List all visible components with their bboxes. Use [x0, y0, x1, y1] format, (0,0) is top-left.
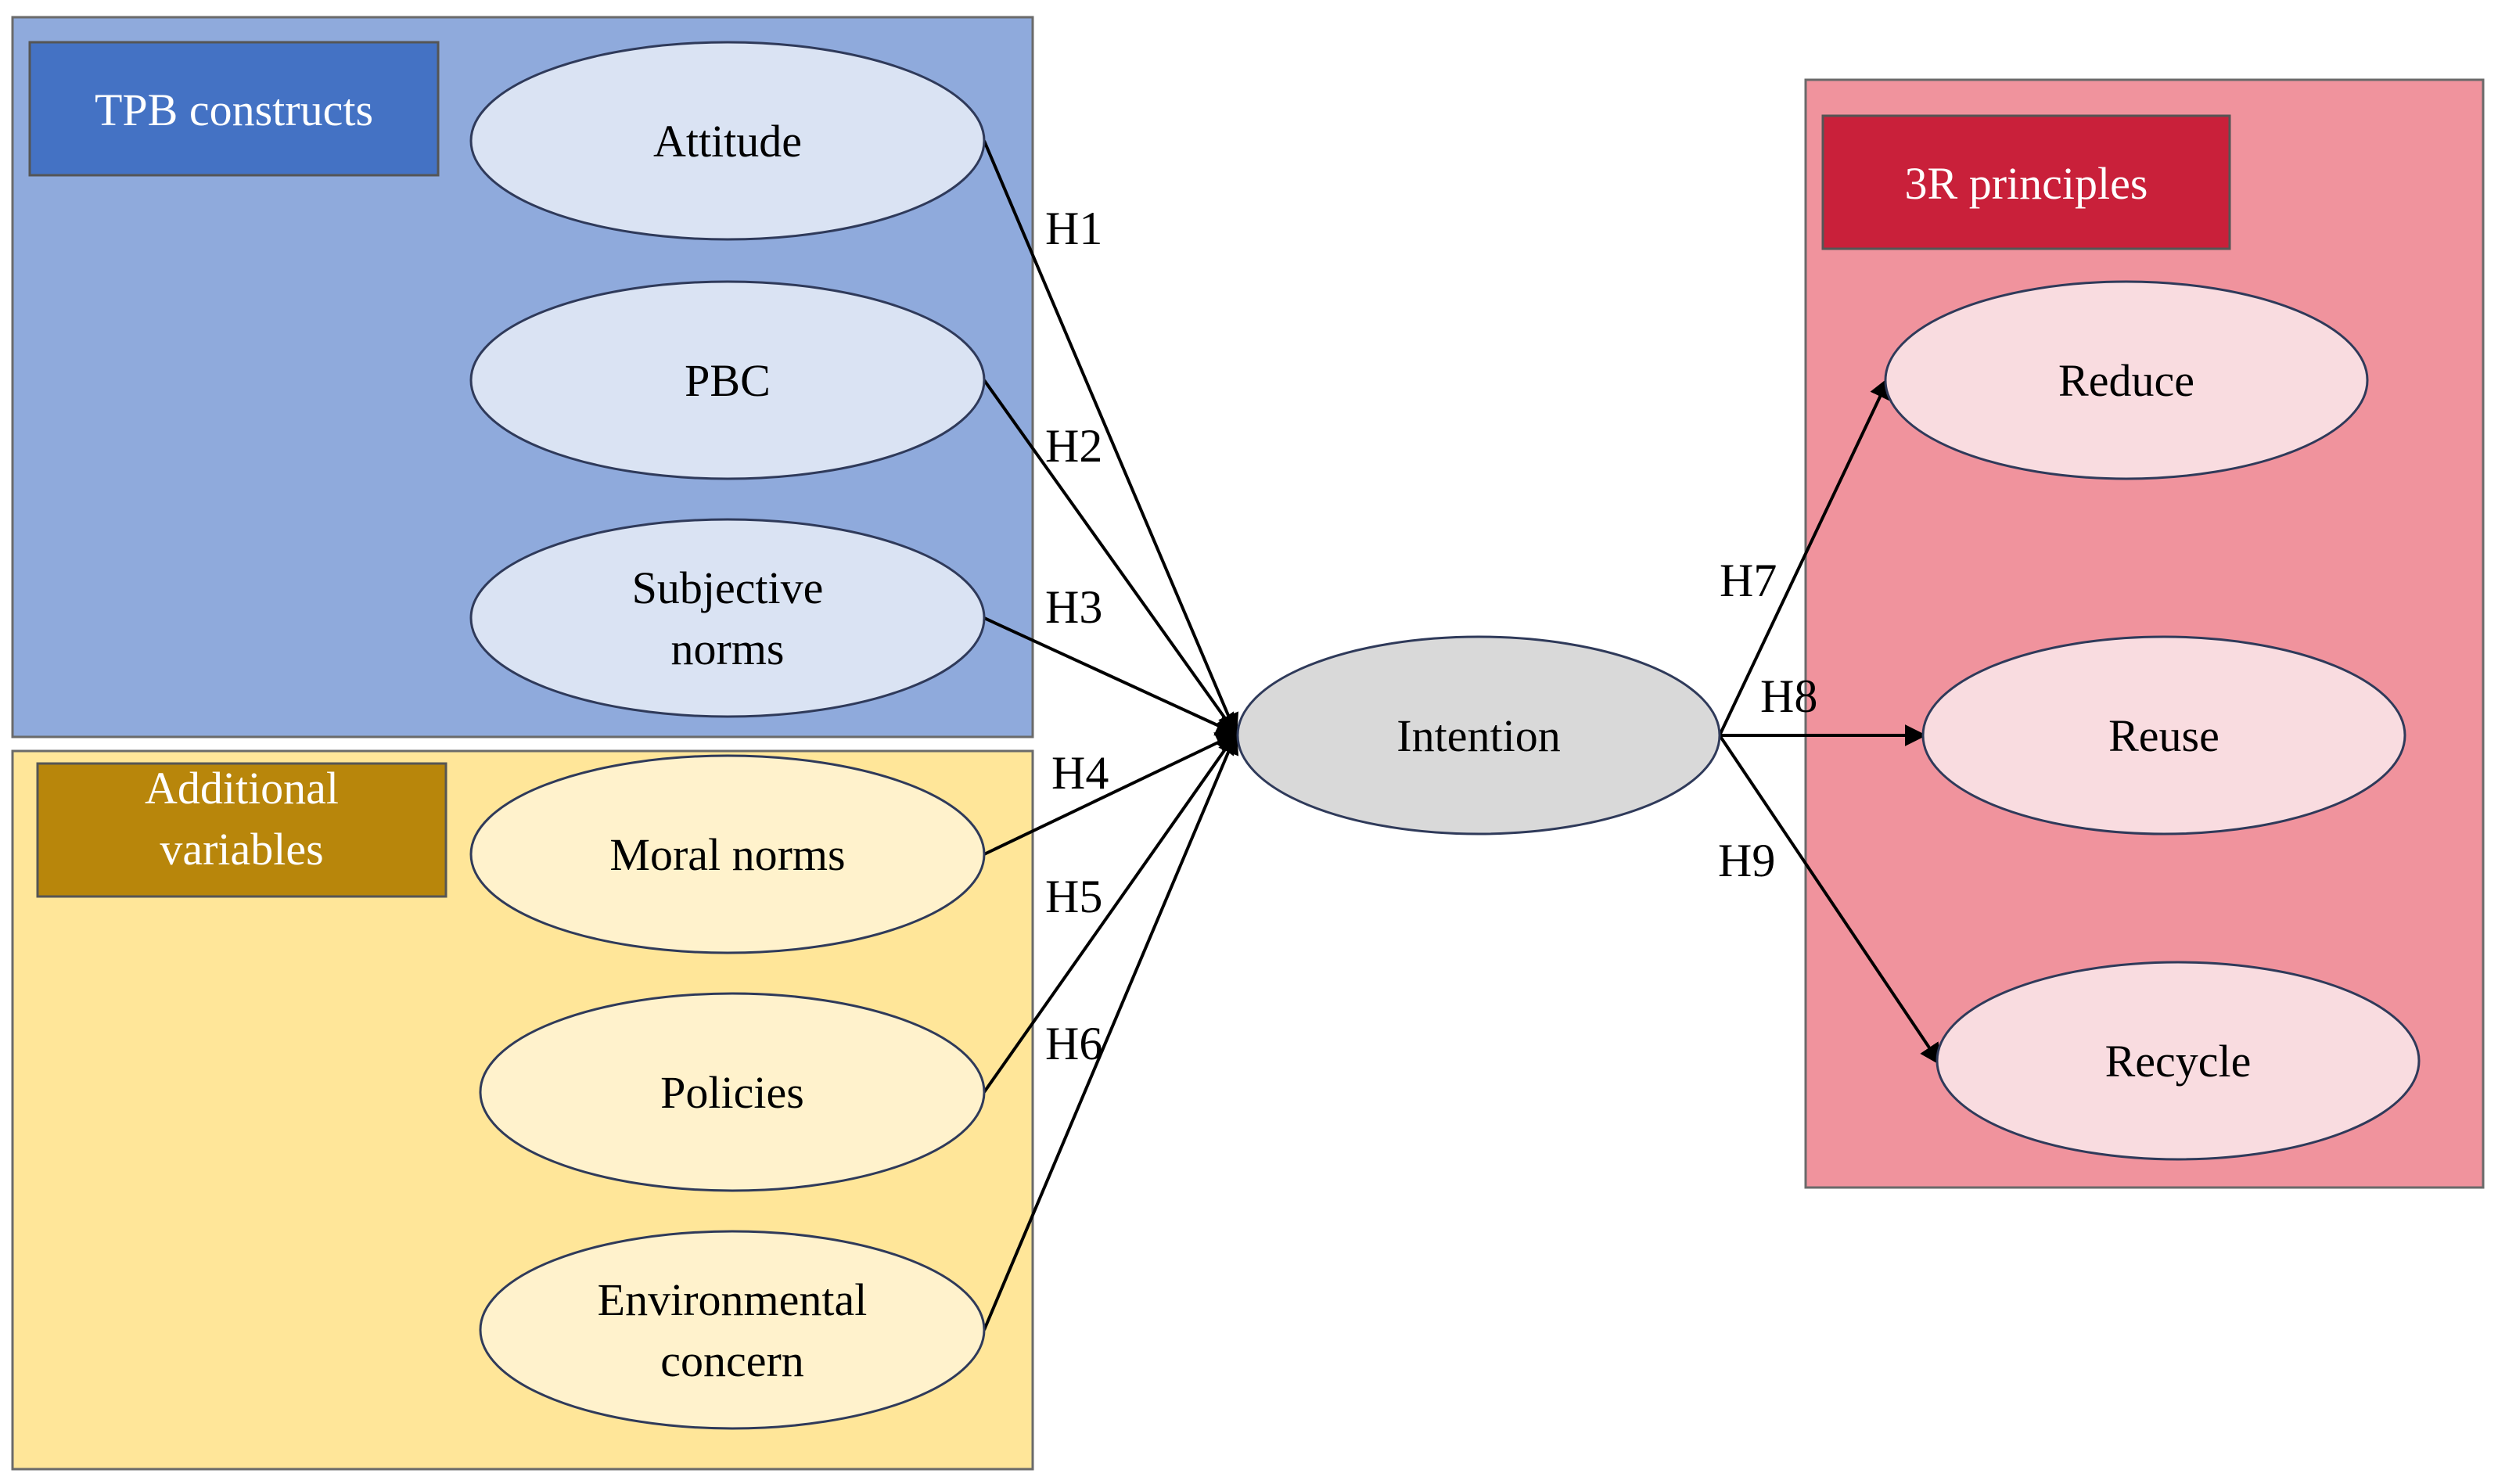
- hypothesis-label-h9: H9: [1718, 835, 1775, 886]
- hypothesis-label-h2: H2: [1045, 420, 1102, 472]
- node-reduce-label: Reduce: [2058, 355, 2194, 406]
- node-recycle: [1936, 961, 2421, 1161]
- node-pbc: [469, 280, 986, 480]
- tpb-constructs-header: [28, 41, 440, 177]
- node-attitude-label: Attitude: [653, 116, 802, 167]
- node-moral-norms-label: Moral norms: [609, 829, 845, 880]
- additional-variables-header: [36, 762, 447, 898]
- 3r-principles-header-label: 3R principles: [1905, 158, 2148, 209]
- node-attitude: [469, 41, 986, 241]
- node-reduce: [1884, 280, 2369, 480]
- arrow-h1: [983, 140, 1239, 736]
- hypothesis-label-h7: H7: [1720, 555, 1777, 606]
- node-policies: [479, 992, 986, 1192]
- node-subjective-norms: [469, 518, 986, 718]
- node-intention-label: Intention: [1396, 710, 1560, 761]
- hypothesis-arrows: [983, 140, 1942, 1331]
- node-moral-norms: [469, 754, 986, 954]
- node-recycle-label: Recycle: [2105, 1036, 2252, 1087]
- hypothesis-label-h5: H5: [1045, 871, 1102, 922]
- arrow-h2: [983, 379, 1238, 736]
- arrow-h6: [983, 731, 1239, 1331]
- hypothesis-label-h6: H6: [1045, 1018, 1102, 1069]
- tpb-constructs-header-label: TPB constructs: [95, 84, 373, 135]
- hypothesis-label-h3: H3: [1045, 581, 1102, 633]
- arrow-h5: [983, 731, 1238, 1094]
- node-pbc-label: PBC: [685, 355, 771, 406]
- node-environmental-concern: [479, 1230, 986, 1430]
- hypothesis-label-h8: H8: [1760, 670, 1817, 722]
- node-reuse-label: Reuse: [2108, 710, 2219, 761]
- arrow-h3: [983, 616, 1238, 736]
- hypothesis-label-h1: H1: [1045, 203, 1102, 254]
- node-policies-label: Policies: [660, 1067, 804, 1118]
- arrow-h9: [1718, 734, 1942, 1066]
- 3r-principles-header: [1821, 114, 2231, 250]
- node-reuse: [1921, 635, 2406, 835]
- arrow-h7: [1718, 376, 1890, 736]
- hypothesis-label-h4: H4: [1051, 747, 1109, 799]
- node-intention: [1236, 635, 1721, 835]
- arrow-h4: [983, 732, 1238, 856]
